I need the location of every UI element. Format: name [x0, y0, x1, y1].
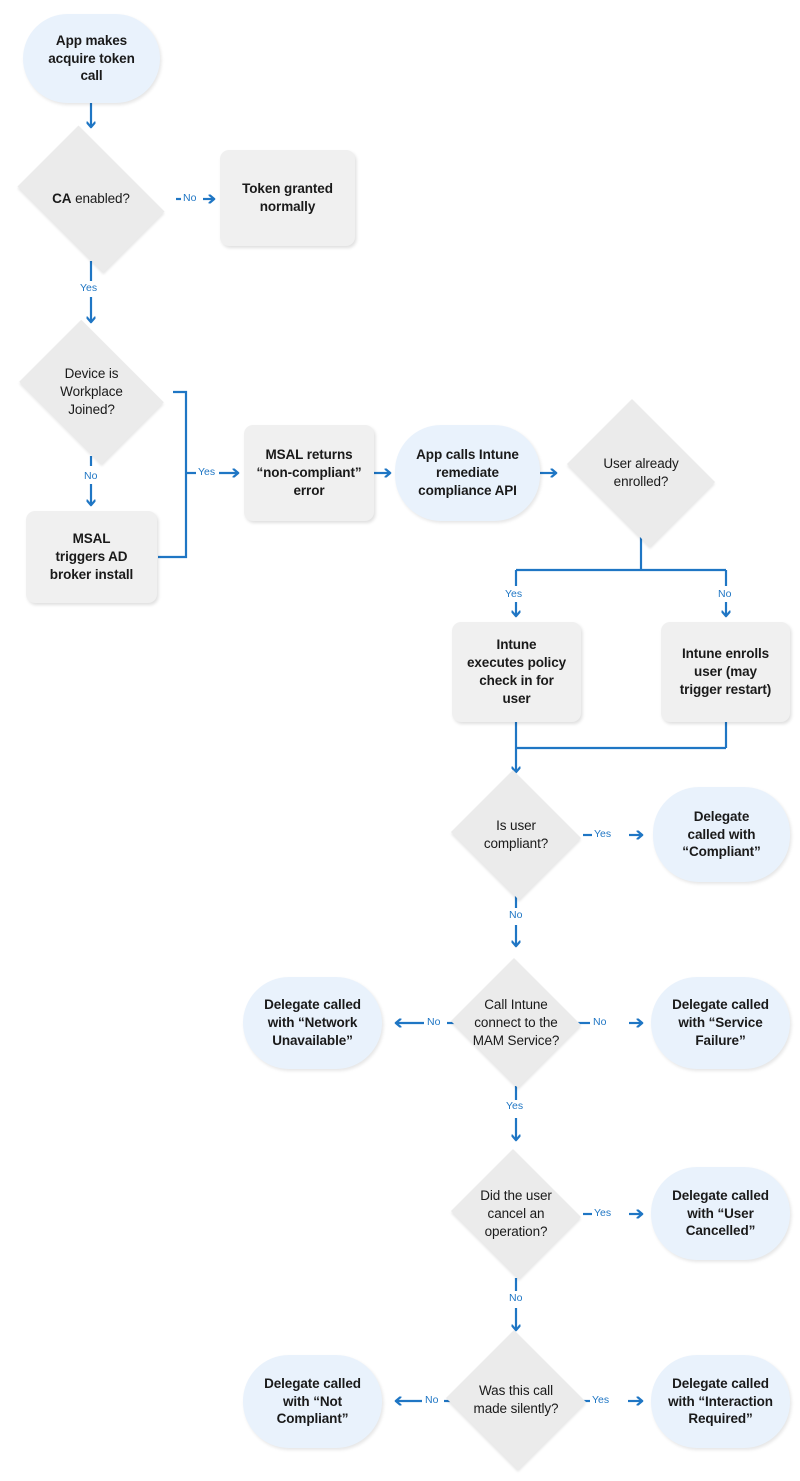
- node-decision-user-already-enrolled[interactable]: User already enrolled?: [558, 398, 724, 548]
- edge-label-cancel-no: No: [509, 1292, 523, 1304]
- node-decision-device-workplace-joined[interactable]: Device is Workplace Joined?: [9, 319, 174, 465]
- node-label: MSAL triggers AD broker install: [49, 531, 134, 582]
- node-label: Was this call made silently?: [473, 1383, 559, 1416]
- edge-label-enrolled-yes: Yes: [505, 588, 523, 600]
- node-msal-returns-non-compliant-error[interactable]: MSAL returns “non-compliant” error: [244, 425, 374, 521]
- node-start-app-acquire-token[interactable]: App makes acquire token call: [23, 14, 160, 103]
- node-decision-was-call-made-silently[interactable]: Was this call made silently?: [444, 1329, 588, 1471]
- edge-label-compliant-no: No: [509, 909, 523, 921]
- node-delegate-interaction-required[interactable]: Delegate called with “Interaction Requir…: [651, 1355, 790, 1448]
- node-label: Device is Workplace Joined?: [60, 366, 123, 417]
- node-app-calls-intune-remediate-api[interactable]: App calls Intune remediate compliance AP…: [395, 425, 540, 521]
- node-decision-did-user-cancel[interactable]: Did the user cancel an operation?: [448, 1148, 584, 1280]
- node-decision-ca-enabled[interactable]: CA enabled?: [5, 125, 177, 273]
- node-token-granted-normally[interactable]: Token granted normally: [220, 150, 355, 246]
- edge-label-ca-no: No: [183, 192, 197, 204]
- node-label: Delegate called with “User Cancelled”: [672, 1187, 769, 1239]
- node-label: Token granted normally: [242, 181, 333, 214]
- edge-label-mam-yes: Yes: [506, 1100, 524, 1112]
- node-decision-call-intune-mam-service[interactable]: Call Intune connect to the MAM Service?: [449, 957, 583, 1089]
- node-label: Call Intune connect to the MAM Service?: [472, 997, 560, 1048]
- node-delegate-user-cancelled[interactable]: Delegate called with “User Cancelled”: [651, 1167, 790, 1260]
- edge-label-cancel-yes: Yes: [594, 1207, 612, 1219]
- edge-label-wpj-no: No: [84, 470, 98, 482]
- node-label-rest: enabled?: [71, 191, 130, 207]
- node-label: Delegate called with “Service Failure”: [672, 997, 769, 1048]
- node-delegate-network-unavailable[interactable]: Delegate called with “Network Unavailabl…: [243, 977, 382, 1069]
- edge-label-silent-yes: Yes: [592, 1394, 610, 1406]
- edge-label-silent-no: No: [425, 1394, 439, 1406]
- node-msal-triggers-ad-broker-install[interactable]: MSAL triggers AD broker install: [26, 511, 157, 603]
- edge-label-ca-yes: Yes: [80, 282, 98, 294]
- node-label: CA enabled?: [5, 190, 177, 208]
- node-label: User already enrolled?: [603, 456, 679, 489]
- node-label: Intune enrolls user (may trigger restart…: [679, 646, 772, 697]
- edge-label-mam-no-left: No: [427, 1016, 441, 1028]
- node-label: Is user compliant?: [483, 818, 549, 851]
- node-delegate-compliant[interactable]: Delegate called with “Compliant”: [653, 787, 790, 882]
- edge-label-mam-no-right: No: [593, 1016, 607, 1028]
- edge-label-compliant-yes: Yes: [594, 828, 612, 840]
- node-label: Delegate called with “Interaction Requir…: [668, 1375, 773, 1427]
- edge-label-enrolled-no: No: [718, 588, 732, 600]
- node-label-bold: CA: [52, 191, 72, 207]
- node-delegate-not-compliant[interactable]: Delegate called with “Not Compliant”: [243, 1355, 382, 1448]
- node-label: Delegate called with “Network Unavailabl…: [264, 997, 361, 1048]
- node-label: App makes acquire token call: [48, 32, 135, 84]
- node-delegate-service-failure[interactable]: Delegate called with “Service Failure”: [651, 977, 790, 1069]
- node-intune-enrolls-user[interactable]: Intune enrolls user (may trigger restart…: [661, 622, 790, 722]
- edge-label-wpj-yes: Yes: [198, 466, 216, 478]
- node-label: Intune executes policy check in for user: [466, 637, 567, 706]
- node-label: App calls Intune remediate compliance AP…: [416, 447, 519, 498]
- node-intune-executes-policy-check[interactable]: Intune executes policy check in for user: [452, 622, 581, 722]
- node-label: MSAL returns “non-compliant” error: [256, 447, 362, 498]
- node-label: Did the user cancel an operation?: [480, 1188, 552, 1239]
- node-label: Delegate called with “Compliant”: [682, 808, 761, 860]
- node-label: Delegate called with “Not Compliant”: [264, 1375, 361, 1427]
- node-decision-is-user-compliant[interactable]: Is user compliant?: [448, 769, 584, 901]
